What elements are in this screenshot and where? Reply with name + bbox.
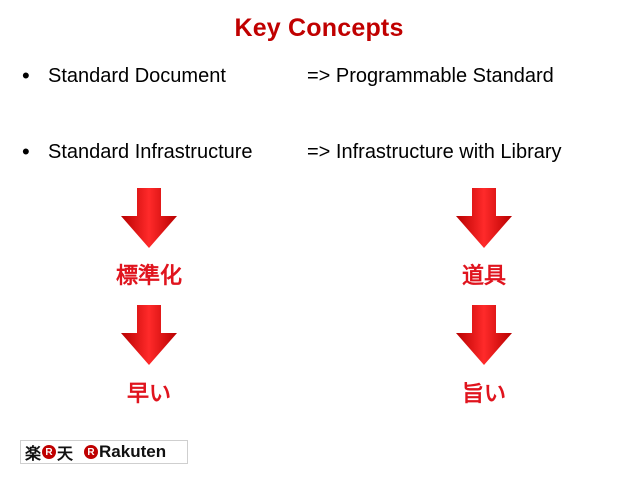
logo-en-text: Rakuten (99, 442, 167, 461)
rakuten-logo-jp: 楽 R 天 (25, 440, 73, 464)
r-mark-icon: R (42, 445, 57, 459)
r-mark-icon: R (84, 445, 99, 459)
bullet-text-left: Standard Infrastructure (48, 141, 253, 163)
bullet-dot: • (22, 139, 30, 164)
down-arrow-icon (456, 305, 512, 365)
bullet-text-left: Standard Document (48, 65, 226, 87)
flow-right-step2: 旨い (461, 382, 506, 407)
down-arrow-icon (121, 188, 177, 248)
flow-left-step2: 早い (126, 382, 171, 407)
flow-right-step1: 道具 (461, 264, 506, 289)
logo-jp-char-1: 楽 (25, 444, 42, 463)
flow-left-step1: 標準化 (115, 264, 182, 289)
rakuten-logo: 楽 R 天 R Rakuten (20, 440, 188, 464)
slide-title: Key Concepts (234, 14, 404, 42)
bullet-dot: • (22, 63, 30, 88)
down-arrow-icon (456, 188, 512, 248)
bullet-text-right: => Programmable Standard (307, 65, 554, 87)
bullet-text-right: => Infrastructure with Library (307, 141, 562, 163)
down-arrow-icon (121, 305, 177, 365)
logo-jp-char-2: 天 (57, 444, 74, 463)
rakuten-logo-en: R Rakuten (83, 442, 166, 462)
